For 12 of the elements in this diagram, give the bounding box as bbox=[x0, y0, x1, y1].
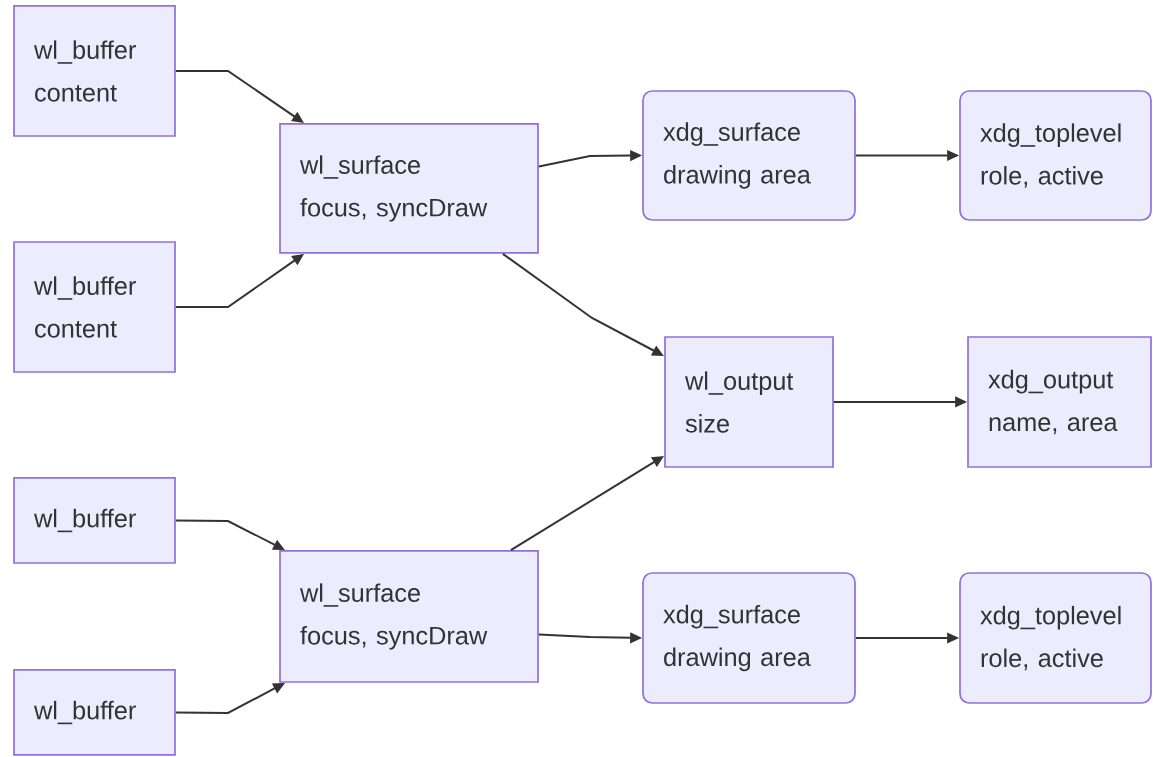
process-box: wl_surface focus, syncDraw bbox=[279, 550, 539, 683]
rounded-box: xdg_toplevel role, active bbox=[959, 90, 1152, 221]
process-box: wl_buffer bbox=[13, 477, 176, 564]
process-box: wl_buffer content bbox=[13, 241, 176, 373]
rounded-box: xdg_toplevel role, active bbox=[959, 572, 1152, 704]
process-box: wl_buffer bbox=[13, 669, 176, 756]
rounded-box: xdg_surface drawing area bbox=[642, 572, 856, 704]
process-box: wl_buffer content bbox=[13, 5, 176, 137]
process-box: wl_surface focus, syncDraw bbox=[279, 123, 539, 254]
process-box: xdg_output name, area bbox=[967, 336, 1152, 468]
rounded-box: xdg_surface drawing area bbox=[642, 90, 856, 221]
process-box: wl_output size bbox=[664, 336, 834, 468]
